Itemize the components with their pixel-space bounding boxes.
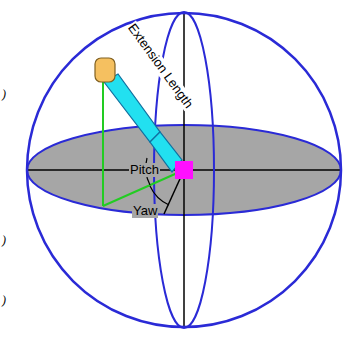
yaw-arc bbox=[150, 186, 169, 205]
upper-arm bbox=[104, 74, 160, 142]
cut-off-text: ) bbox=[1, 234, 7, 247]
shoulder-joint bbox=[175, 161, 193, 179]
pitch-label: Pitch bbox=[129, 163, 160, 177]
sphere-outline bbox=[27, 13, 341, 327]
yaw-label: Yaw bbox=[132, 204, 158, 218]
hand bbox=[95, 58, 115, 82]
cut-off-text: ) bbox=[1, 88, 7, 101]
height-line bbox=[102, 74, 104, 206]
cut-off-text: ) bbox=[1, 294, 7, 307]
